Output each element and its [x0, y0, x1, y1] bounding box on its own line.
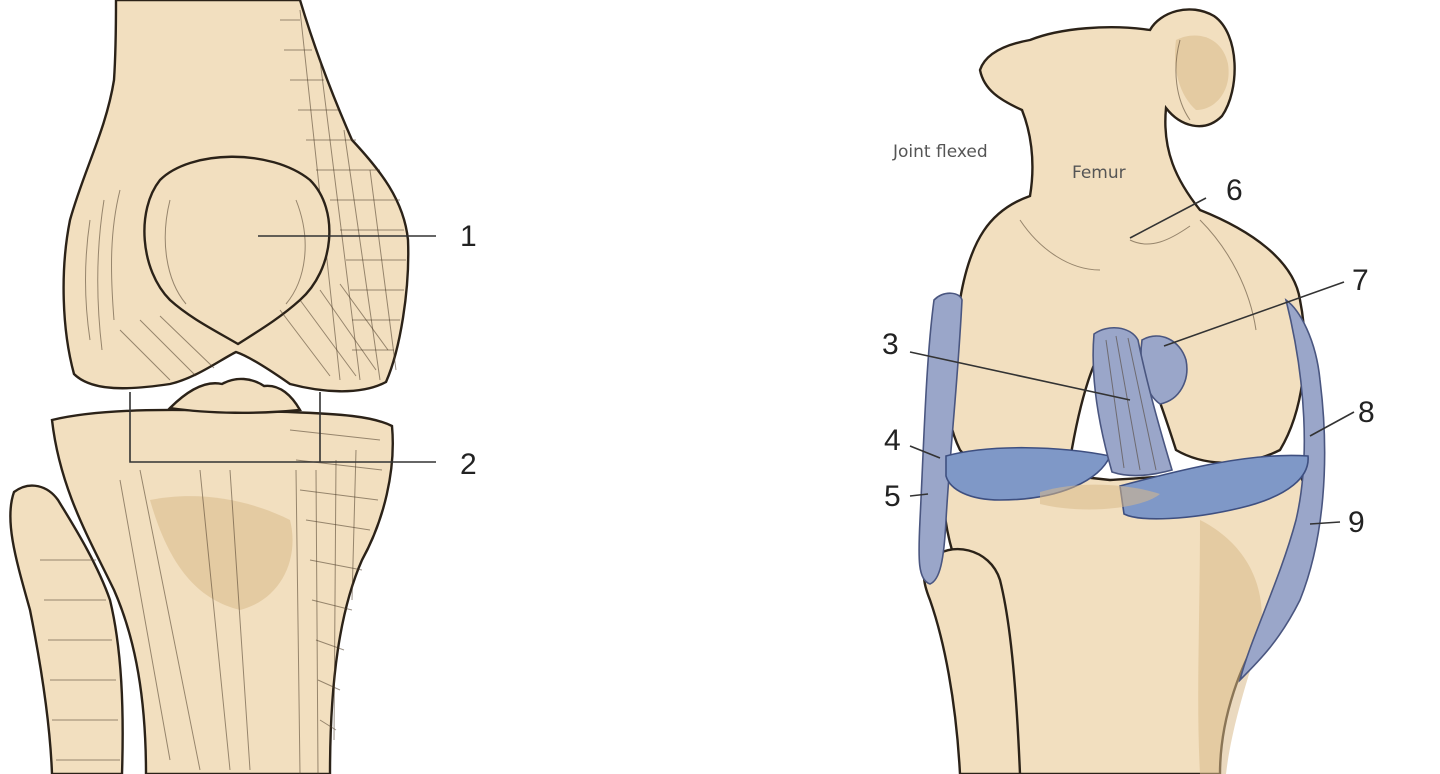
label-6: 6 [1226, 174, 1243, 207]
meniscus-right [1119, 454, 1309, 520]
collateral-ligament-right [1238, 298, 1326, 683]
patellar-surface [143, 155, 331, 346]
collateral-ligament-left [918, 292, 963, 585]
label-2: 2 [460, 448, 477, 481]
label-7: 7 [1352, 264, 1369, 297]
tibial-eminence [167, 377, 302, 414]
left-knee-illustration: 1 2 [9, 0, 477, 774]
caption-femur: Femur [1072, 163, 1126, 183]
anterior-cruciate-ligament [1092, 327, 1174, 477]
label-1: 1 [460, 220, 477, 253]
label-8: 8 [1358, 396, 1375, 429]
femur-flexed [945, 8, 1306, 472]
right-knee-illustration: Joint flexed Femur 3 4 5 6 7 8 9 [882, 8, 1375, 774]
label-9: 9 [1348, 506, 1365, 539]
caption-joint-flexed: Joint flexed [892, 142, 988, 162]
label-3: 3 [882, 328, 899, 361]
fibula [9, 484, 124, 774]
label-4: 4 [884, 424, 901, 457]
label-5: 5 [884, 480, 901, 513]
